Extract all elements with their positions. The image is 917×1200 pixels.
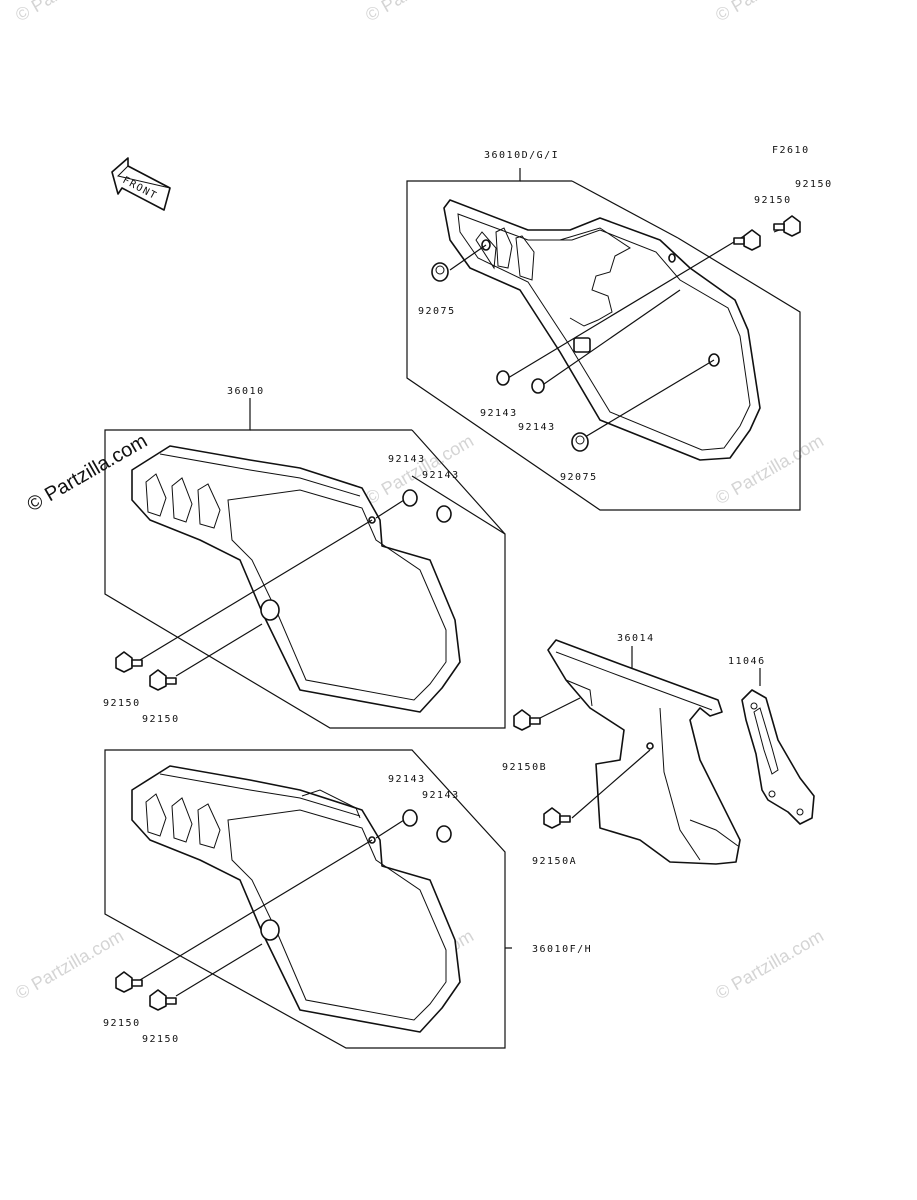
bolt-icon	[149, 989, 177, 1011]
side-cover-middle	[131, 445, 461, 713]
bolt-icon	[773, 215, 801, 237]
front-arrow-icon: FRONT	[111, 157, 171, 211]
assembly-boundary	[104, 398, 506, 729]
bolt-icon	[115, 971, 143, 993]
part-label-92150: 92150	[795, 179, 833, 190]
assembly-boundary	[406, 168, 801, 511]
collar-icon	[402, 489, 418, 507]
part-label-92150: 92150	[142, 1034, 180, 1045]
part-label-92143: 92143	[480, 408, 518, 419]
part-label-92143: 92143	[388, 774, 426, 785]
watermark: © Partzilla.com	[712, 925, 827, 1003]
side-cover-top	[443, 199, 761, 461]
collar-icon	[436, 505, 452, 523]
watermark: © Partzilla.com	[362, 430, 477, 508]
middle-assembly: 36010 92143 92143 92150 92150	[103, 386, 506, 729]
bracket	[741, 689, 815, 825]
part-label-92150: 92150	[103, 698, 141, 709]
side-cover-bottom	[131, 765, 461, 1033]
grommet-icon	[431, 262, 449, 282]
bracket-assembly: 11046	[728, 656, 815, 825]
bolt-icon	[513, 709, 541, 731]
collar-icon	[402, 809, 418, 827]
part-label-92143: 92143	[422, 790, 460, 801]
watermark: © Partzilla.com	[712, 0, 827, 25]
assembly-boundary	[104, 749, 512, 1049]
watermark: © Partzilla.com	[362, 0, 477, 25]
watermark: © Partzilla.com	[12, 0, 127, 25]
part-label-36010DGI: 36010D/G/I	[484, 150, 559, 161]
collar-icon	[496, 370, 510, 386]
part-label-92143: 92143	[518, 422, 556, 433]
part-label-92150A: 92150A	[532, 856, 577, 867]
part-label-92075: 92075	[418, 306, 456, 317]
part-label-92143: 92143	[422, 470, 460, 481]
collar-icon	[436, 825, 452, 843]
part-label-36014: 36014	[617, 633, 655, 644]
bolt-icon	[733, 229, 761, 251]
bolt-icon	[543, 807, 571, 829]
grommet-icon	[571, 432, 589, 452]
part-label-92150: 92150	[754, 195, 792, 206]
part-label-92150: 92150	[103, 1018, 141, 1029]
bolt-icon	[115, 651, 143, 673]
figure-code: F2610	[772, 145, 810, 156]
part-label-92150: 92150	[142, 714, 180, 725]
bottom-assembly: 36010F/H 92143 92143 92150 92150	[103, 749, 592, 1049]
bolt-icon	[149, 669, 177, 691]
collar-icon	[531, 378, 545, 394]
chain-cover	[547, 639, 741, 865]
part-label-92143: 92143	[388, 454, 426, 465]
part-label-11046: 11046	[728, 656, 766, 667]
watermark: © Partzilla.com	[12, 925, 127, 1003]
part-label-36010FH: 36010F/H	[532, 944, 592, 955]
part-label-92075: 92075	[560, 472, 598, 483]
chain-cover-assembly: 36014 92150B 92150A	[502, 633, 741, 867]
part-label-92150B: 92150B	[502, 762, 547, 773]
top-assembly: 36010D/G/I 921	[406, 150, 833, 511]
part-label-36010: 36010	[227, 386, 265, 397]
